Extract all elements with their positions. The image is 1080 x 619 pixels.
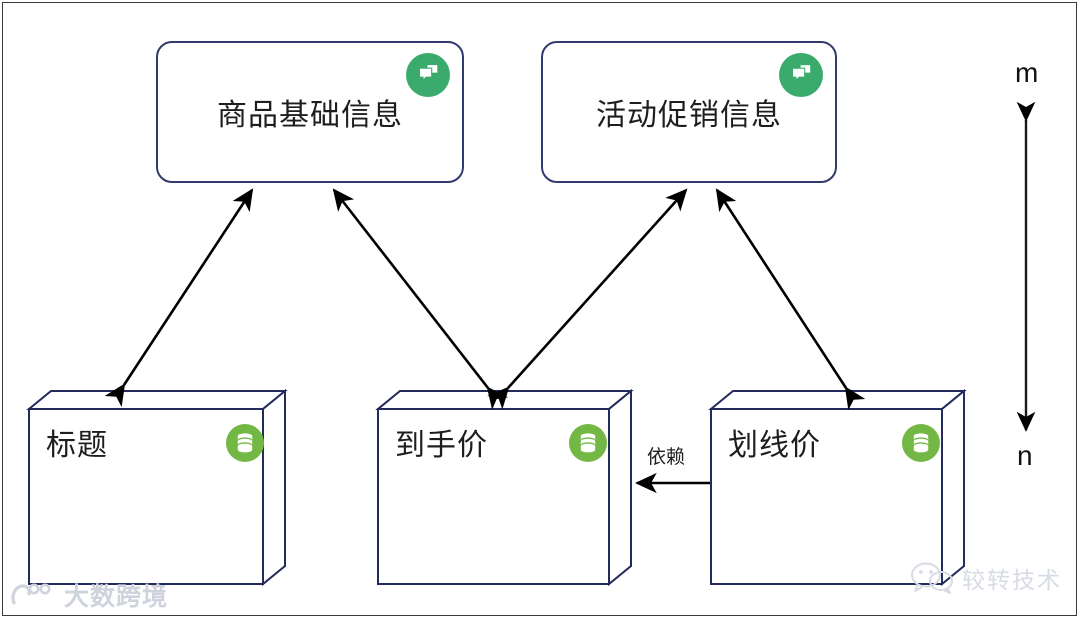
table-label-strikethrough-price: 划线价 [728,429,821,462]
chat-bubbles-icon [779,53,823,97]
edge-label-dependency: 依赖 [647,447,686,468]
wechat-logo-icon [910,561,954,595]
entity-label-promotion-info: 活动促销信息 [596,99,782,132]
connection-title-to-product-base-info [104,188,254,408]
entity-box-promotion-info[interactable]: 活动促销信息 [541,41,837,183]
cube-front-face [28,408,264,585]
entity-box-product-base-info[interactable]: 商品基础信息 [156,41,464,183]
watermark-right: 较转技术 [910,561,1062,595]
table-label-final-price: 到手价 [395,429,488,462]
database-icon [569,424,607,462]
dashukuajing-logo-icon [10,582,56,608]
database-icon [902,424,940,462]
watermark-right-text: 较转技术 [962,567,1062,593]
watermark-left: 大数跨境 [10,577,168,613]
chat-bubbles-icon [406,53,450,97]
connection-final-price-to-product-base-info [332,188,509,410]
connection-final-price-to-promotion-info [487,188,688,410]
watermark-left-text: 大数跨境 [64,583,169,611]
table-box-title[interactable]: 标题 [26,388,288,587]
cardinality-label-m: m [1015,57,1039,88]
table-label-title: 标题 [46,429,108,462]
database-icon [226,424,264,462]
cardinality-label-n: n [1017,440,1033,471]
connection-strikethrough-price-to-promotion-info [715,188,866,411]
entity-label-product-base-info: 商品基础信息 [217,99,403,132]
table-box-final-price[interactable]: 到手价 [375,388,634,587]
table-box-strikethrough-price[interactable]: 划线价 [708,388,967,587]
